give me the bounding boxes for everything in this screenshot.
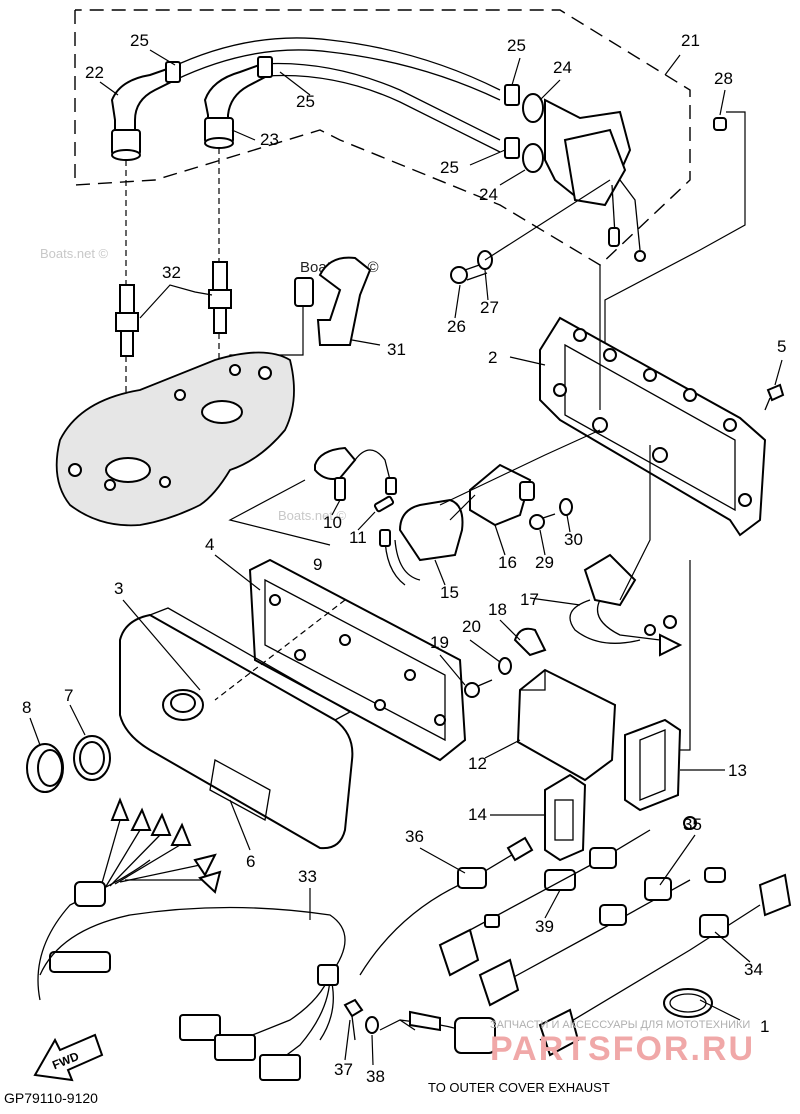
callout-38: 38 xyxy=(366,1067,385,1086)
callout-17: 17 xyxy=(520,590,539,609)
callout-12: 12 xyxy=(468,754,487,773)
callout-32: 32 xyxy=(162,263,181,282)
callout-25: 25 xyxy=(440,158,459,177)
spark-plug-32 xyxy=(115,261,232,357)
callout-35: 35 xyxy=(683,815,702,834)
partsfor-stamp: ЗАПЧАСТИ И АКСЕССУАРЫ ДЛЯ МОТОТЕХНИКИ PA… xyxy=(490,1019,755,1068)
callout-28: 28 xyxy=(714,69,733,88)
spark-plug-cap-23 xyxy=(203,62,269,149)
callout-20: 20 xyxy=(462,617,481,636)
callout-25: 25 xyxy=(296,92,315,111)
callout-25: 25 xyxy=(130,31,149,50)
callout-2: 2 xyxy=(488,348,497,367)
watermark-text: Boats.net © xyxy=(278,508,347,523)
sensor-36 xyxy=(359,836,534,1054)
callout-31: 31 xyxy=(387,340,406,359)
callout-7: 7 xyxy=(64,686,73,705)
callout-36: 36 xyxy=(405,827,424,846)
ignition-cables xyxy=(169,37,501,153)
callout-27: 27 xyxy=(480,298,499,317)
callout-26: 26 xyxy=(447,317,466,336)
callout-39: 39 xyxy=(535,917,554,936)
holder-14 xyxy=(544,773,587,862)
sensor-34 xyxy=(538,873,792,1057)
leader-line xyxy=(484,179,611,261)
washer-20 xyxy=(498,657,512,675)
callout-15: 15 xyxy=(440,583,459,602)
switch-16 xyxy=(469,463,535,527)
callout-5: 5 xyxy=(777,337,786,356)
sensor-35 xyxy=(478,867,726,1007)
ignition-coil-24 xyxy=(522,93,646,262)
callout-16: 16 xyxy=(498,553,517,572)
leader-line xyxy=(379,1019,416,1031)
callout-18: 18 xyxy=(488,600,507,619)
band-clamp-1 xyxy=(663,988,713,1018)
callout-37: 37 xyxy=(334,1060,353,1079)
callout-21: 21 xyxy=(681,31,700,50)
callout-30: 30 xyxy=(564,530,583,549)
drawing-code: GP79110-9120 xyxy=(4,1090,98,1106)
exhaust-note: TO OUTER COVER EXHAUST xyxy=(428,1080,610,1095)
callout-25: 25 xyxy=(507,36,526,55)
starter-relay-15 xyxy=(379,498,464,586)
callout-9: 9 xyxy=(313,555,322,574)
callout-6: 6 xyxy=(246,852,255,871)
screw-5 xyxy=(764,383,785,411)
callout-14: 14 xyxy=(468,805,487,824)
callout-24: 24 xyxy=(553,58,572,77)
fuse-11 xyxy=(373,495,395,513)
callout-29: 29 xyxy=(535,553,554,572)
screw-29 xyxy=(529,513,556,530)
electrical-box-cover-3 xyxy=(119,607,354,850)
callout-labels: 1 2 3 4 5 6 7 8 9 10 11 12 13 14 15 16 1… xyxy=(22,31,786,1086)
stamp-logo: PARTSFOR.RU xyxy=(490,1030,755,1068)
leader-line xyxy=(228,479,331,546)
callout-22: 22 xyxy=(85,63,104,82)
bolt-37 xyxy=(343,998,364,1041)
watermark-text: Boats.net © xyxy=(40,246,109,261)
callout-8: 8 xyxy=(22,698,31,717)
assembly-boundary-21 xyxy=(74,9,691,266)
stamp-caption: ЗАПЧАСТИ И АКСЕССУАРЫ ДЛЯ МОТОТЕХНИКИ xyxy=(490,1019,750,1031)
callout-13: 13 xyxy=(728,761,747,780)
gasket-4 xyxy=(248,558,467,762)
cap-8 xyxy=(26,743,64,793)
clamp-18 xyxy=(513,627,547,657)
cap-28 xyxy=(604,111,746,410)
cable-clamp-25 xyxy=(165,56,520,159)
fuse-holder-9 xyxy=(314,446,397,501)
callout-19: 19 xyxy=(430,633,449,652)
washer-30 xyxy=(559,498,573,516)
o-ring-7 xyxy=(73,735,111,781)
fwd-arrow-icon: FWD xyxy=(33,1033,104,1082)
cylinder-head xyxy=(55,351,295,527)
callout-3: 3 xyxy=(114,579,123,598)
bracket-13 xyxy=(624,718,682,812)
wire-harness-33 xyxy=(39,906,346,1081)
bolt-26 xyxy=(450,262,488,284)
callout-1: 1 xyxy=(760,1017,769,1036)
callout-11: 11 xyxy=(349,528,367,547)
callout-4: 4 xyxy=(205,535,214,554)
callout-33: 33 xyxy=(298,867,317,886)
assembly-guide-lines xyxy=(214,265,741,1021)
callout-23: 23 xyxy=(260,130,279,149)
screw-19 xyxy=(464,679,493,698)
washer-38 xyxy=(365,1016,379,1034)
cdi-unit-12 xyxy=(516,668,617,782)
callout-34: 34 xyxy=(744,960,763,979)
sensor-17 xyxy=(569,553,683,657)
callout-leaders xyxy=(29,49,783,1066)
callout-24: 24 xyxy=(479,185,498,204)
sensor-39 xyxy=(438,816,697,977)
electrical-box-base-2 xyxy=(539,316,767,537)
callout-10: 10 xyxy=(323,513,342,532)
wire-harness-6 xyxy=(37,797,222,1001)
